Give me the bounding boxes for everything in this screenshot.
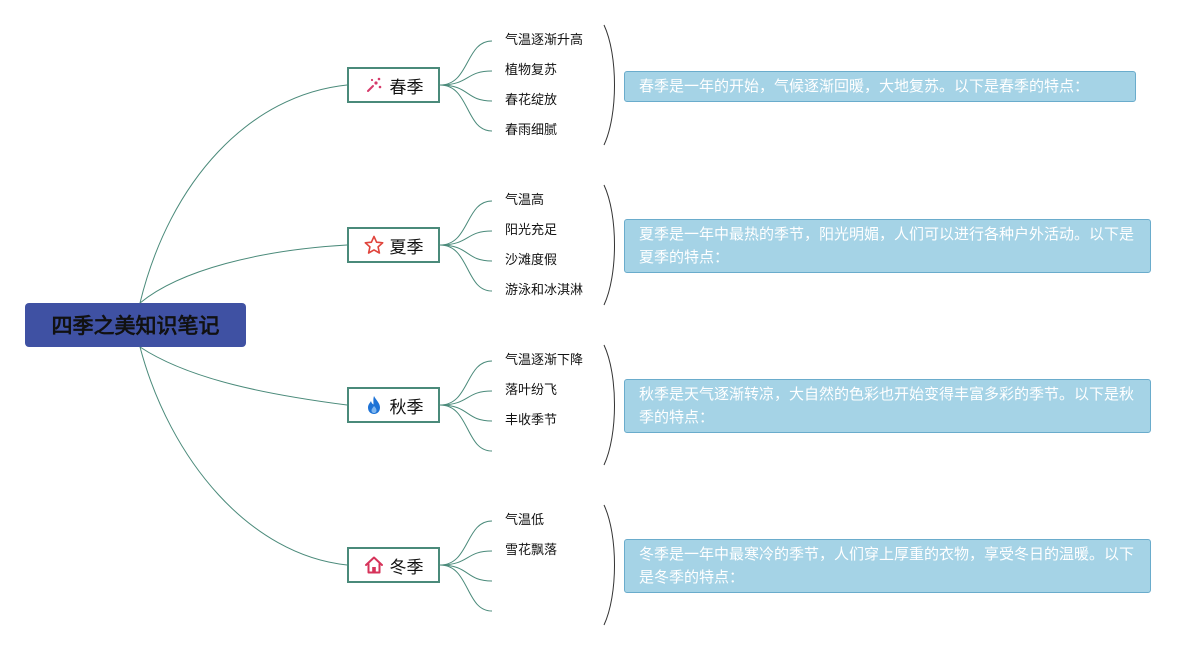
note-text: 冬季是一年中最寒冷的季节，人们穿上厚重的衣物，享受冬日的温暖。以下是冬季的特点： xyxy=(639,545,1135,586)
season-label: 冬季 xyxy=(389,557,424,578)
winter-brace xyxy=(603,504,615,626)
summer-brace xyxy=(603,184,615,306)
summer-leaf-line xyxy=(439,200,493,246)
note-text: 夏季是一年中最热的季节，阳光明媚，人们可以进行各种户外活动。以下是夏季的特点： xyxy=(639,225,1135,266)
autumn-note[interactable]: 秋季是天气逐渐转凉，大自然的色彩也开始变得丰富多彩的季节。以下是秋季的特点： xyxy=(624,379,1151,433)
spring-leaf-line xyxy=(439,84,493,102)
autumn-point: 丰收季节 xyxy=(505,413,558,428)
sparkle-icon xyxy=(364,75,384,95)
star-icon xyxy=(364,235,384,255)
season-winter[interactable]: 冬季 xyxy=(347,547,440,583)
root-to-autumn-line xyxy=(139,346,348,406)
autumn-point: 气温逐渐下降 xyxy=(505,353,584,368)
autumn-leaf-line xyxy=(439,404,493,422)
winter-leaf-line xyxy=(439,564,493,612)
winter-leaf-line xyxy=(439,550,493,566)
summer-point: 沙滩度假 xyxy=(505,253,558,268)
spring-point: 春雨细腻 xyxy=(505,123,558,138)
root-topic[interactable]: 四季之美知识笔记 xyxy=(25,303,246,347)
season-label: 秋季 xyxy=(389,397,424,418)
season-label: 春季 xyxy=(389,77,424,98)
winter-point: 气温低 xyxy=(505,513,545,528)
season-label: 夏季 xyxy=(389,237,424,258)
summer-point: 游泳和冰淇淋 xyxy=(505,283,584,298)
autumn-leaf-line xyxy=(439,360,493,406)
root-to-spring-line xyxy=(139,84,348,304)
season-summer[interactable]: 夏季 xyxy=(347,227,440,263)
home-icon xyxy=(364,555,384,575)
winter-leaf-line xyxy=(439,520,493,566)
autumn-leaf-line xyxy=(439,390,493,406)
flame-icon xyxy=(364,395,384,415)
spring-point: 气温逐渐升高 xyxy=(505,33,584,48)
root-title: 四季之美知识笔记 xyxy=(51,314,220,338)
note-text: 秋季是天气逐渐转凉，大自然的色彩也开始变得丰富多彩的季节。以下是秋季的特点： xyxy=(639,385,1135,426)
season-autumn[interactable]: 秋季 xyxy=(347,387,440,423)
summer-leaf-line xyxy=(439,244,493,292)
winter-note[interactable]: 冬季是一年中最寒冷的季节，人们穿上厚重的衣物，享受冬日的温暖。以下是冬季的特点： xyxy=(624,539,1151,593)
spring-leaf-line xyxy=(439,70,493,86)
summer-leaf-line xyxy=(439,244,493,262)
summer-leaf-line xyxy=(439,230,493,246)
root-to-summer-line xyxy=(139,244,348,304)
summer-point: 阳光充足 xyxy=(505,223,558,238)
spring-brace xyxy=(603,24,615,146)
spring-leaf-line xyxy=(439,40,493,86)
spring-note[interactable]: 春季是一年的开始，气候逐渐回暖，大地复苏。以下是春季的特点： xyxy=(624,71,1136,102)
season-spring[interactable]: 春季 xyxy=(347,67,440,103)
spring-leaf-line xyxy=(439,84,493,132)
spring-point: 植物复苏 xyxy=(505,63,558,78)
winter-leaf-line xyxy=(439,564,493,582)
spring-point: 春花绽放 xyxy=(505,93,558,108)
root-to-winter-line xyxy=(139,346,348,566)
autumn-leaf-line xyxy=(439,404,493,452)
autumn-point: 落叶纷飞 xyxy=(505,383,558,398)
winter-point: 雪花飘落 xyxy=(505,543,558,558)
autumn-brace xyxy=(603,344,615,466)
summer-point: 气温高 xyxy=(505,193,545,208)
note-text: 春季是一年的开始，气候逐渐回暖，大地复苏。以下是春季的特点： xyxy=(639,77,1090,95)
summer-note[interactable]: 夏季是一年中最热的季节，阳光明媚，人们可以进行各种户外活动。以下是夏季的特点： xyxy=(624,219,1151,273)
